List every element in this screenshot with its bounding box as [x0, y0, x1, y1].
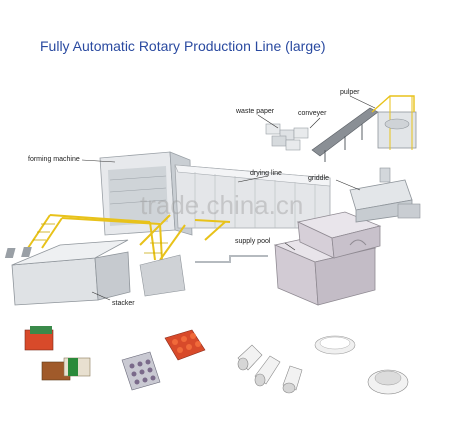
pulper	[371, 95, 417, 150]
label-forming-machine: forming machine	[28, 156, 80, 163]
griddle	[349, 167, 421, 223]
plate-products	[314, 335, 356, 355]
tray-bundle-product	[24, 326, 91, 381]
label-griddle: griddle	[308, 175, 330, 182]
platform-rails	[27, 214, 231, 261]
label-stacker: stacker	[112, 300, 135, 307]
supply-pool	[273, 211, 382, 306]
label-conveyer: conveyer	[298, 110, 327, 117]
tube-products	[237, 344, 303, 394]
waste-paper-pile	[265, 123, 309, 151]
stairs	[139, 254, 186, 297]
red-egg-tray-product	[164, 329, 206, 361]
label-waste-paper: waste paper	[236, 108, 275, 115]
label-pulper: pulper	[340, 89, 360, 96]
supply-pipe	[195, 255, 268, 263]
page-title: Fully Automatic Rotary Production Line (…	[40, 38, 326, 54]
leader-lines	[81, 95, 376, 301]
stacker-machine	[4, 239, 131, 306]
watermark: trade.china.cn	[140, 190, 304, 220]
label-supply-pool: supply pool	[235, 238, 271, 245]
label-drying-line: drying line	[250, 170, 282, 177]
egg-carton-product	[121, 351, 161, 391]
product-samples	[24, 326, 409, 395]
bowl-product	[367, 369, 409, 395]
